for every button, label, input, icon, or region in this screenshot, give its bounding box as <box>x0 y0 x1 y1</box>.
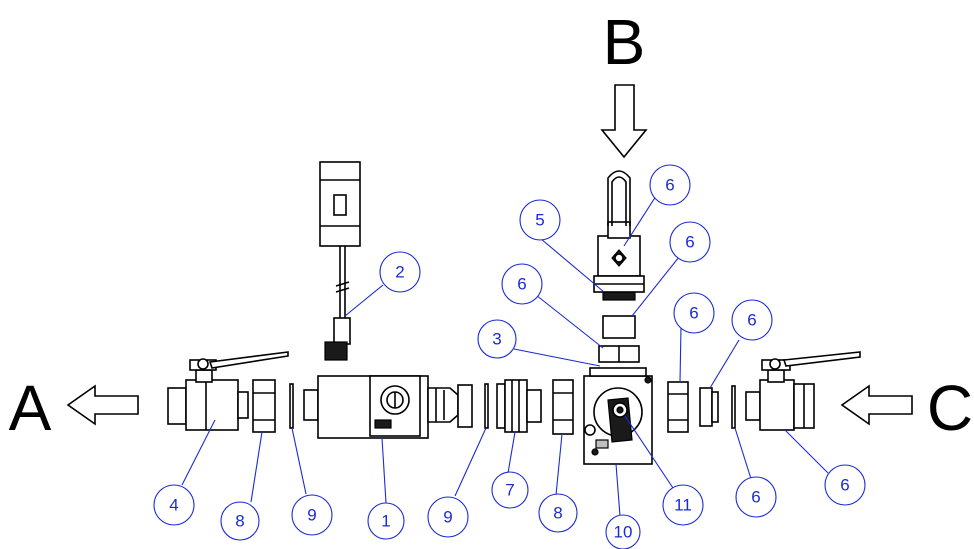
callout-balloon-6-valve: 6 <box>824 464 866 506</box>
ball-valve-left <box>167 351 289 431</box>
callout-balloon-10: 10 <box>605 514 641 549</box>
callout-balloon-9-right: 9 <box>427 496 469 538</box>
mixing-valve <box>583 367 653 465</box>
flow-arrow-down <box>600 84 648 159</box>
svg-text:6: 6 <box>689 304 698 323</box>
svg-text:6: 6 <box>747 311 756 330</box>
circulating-pump <box>303 375 473 439</box>
svg-text:8: 8 <box>553 504 562 523</box>
port-label-a: A <box>9 372 52 444</box>
svg-text:3: 3 <box>492 330 501 349</box>
adapter-fitting <box>496 379 542 433</box>
callout-balloon-6-upper-left: 6 <box>501 263 543 305</box>
union-nut-far-right <box>667 381 689 433</box>
callout-balloon-8-right: 8 <box>538 493 578 533</box>
ball-valve-right <box>745 351 861 431</box>
union-nut-right <box>552 379 574 435</box>
fitting-top <box>602 315 636 339</box>
port-label-b: B <box>603 6 646 78</box>
svg-text:5: 5 <box>535 211 544 230</box>
svg-text:2: 2 <box>395 263 404 282</box>
svg-text:9: 9 <box>443 508 452 527</box>
svg-text:6: 6 <box>665 176 674 195</box>
svg-text:4: 4 <box>169 496 178 515</box>
ball-valve-top <box>593 170 645 293</box>
tailpiece-right <box>699 387 719 427</box>
flow-arrow-right-in <box>840 384 913 426</box>
callout-balloon-4: 4 <box>153 484 195 526</box>
callout-balloon-6-gasket: 6 <box>735 476 777 518</box>
union-nut-left <box>252 379 276 433</box>
callout-balloon-7: 7 <box>491 471 529 509</box>
svg-text:6: 6 <box>685 233 694 252</box>
port-label-c: C <box>927 372 973 444</box>
gasket-top <box>602 291 636 301</box>
gasket-right <box>484 383 489 429</box>
flow-arrow-left <box>66 384 139 426</box>
callout-balloon-6-nut: 6 <box>673 292 715 334</box>
callout-balloon-11: 11 <box>662 484 704 526</box>
callout-balloon-9-left: 9 <box>291 494 333 536</box>
svg-text:6: 6 <box>517 275 526 294</box>
callout-balloon-6-tailpiece: 6 <box>731 299 773 341</box>
power-connector <box>319 161 361 361</box>
gasket-far-right <box>731 385 736 429</box>
leader-lines <box>181 195 829 517</box>
callout-balloon-6-top: 6 <box>649 164 691 206</box>
callout-balloon-3: 3 <box>477 319 517 359</box>
svg-text:11: 11 <box>674 496 692 515</box>
svg-text:8: 8 <box>235 512 244 531</box>
svg-text:6: 6 <box>840 476 849 495</box>
gasket-left <box>289 383 294 429</box>
svg-text:6: 6 <box>751 488 760 507</box>
svg-text:7: 7 <box>505 481 514 500</box>
callout-balloon-1: 1 <box>367 502 405 540</box>
svg-text:9: 9 <box>307 506 316 525</box>
svg-text:1: 1 <box>381 512 390 531</box>
svg-text:10: 10 <box>614 523 633 542</box>
callout-balloon-8-left: 8 <box>220 501 260 541</box>
callout-balloon-6-upper-right: 6 <box>669 221 711 263</box>
callout-balloon-5: 5 <box>519 199 561 241</box>
callout-balloon-2: 2 <box>379 251 421 293</box>
